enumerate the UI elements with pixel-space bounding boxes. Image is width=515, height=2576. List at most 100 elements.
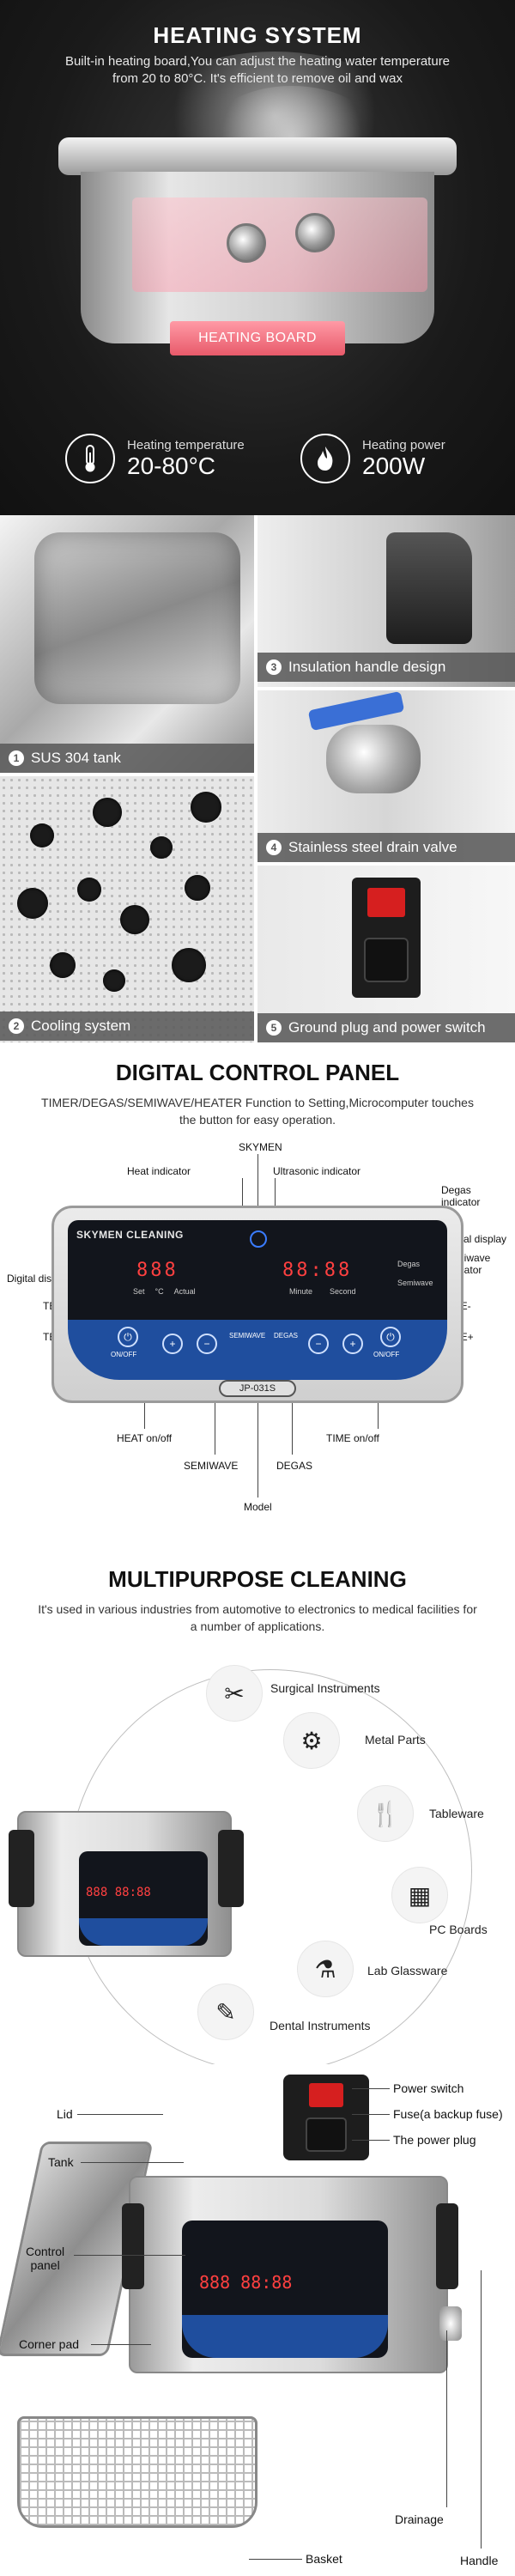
parts-diagram-section: 888 88:88 Lid Tank Control panel Corner … — [0, 2064, 515, 2576]
semiwave-small-label: Semiwave — [397, 1279, 433, 1287]
power-switch-icon — [309, 2083, 343, 2107]
control-panel-section: DIGITAL CONTROL PANEL TIMER/DEGAS/SEMIWA… — [0, 1042, 515, 1540]
plug-socket-icon — [364, 938, 409, 982]
label-lid: Lid — [57, 2107, 73, 2121]
semiwave-button[interactable]: SEMIWAVE — [229, 1332, 266, 1340]
heated-water — [132, 197, 427, 292]
time-display: 88:88 — [282, 1260, 353, 1281]
app-label-pc-boards: PC Boards — [429, 1923, 488, 1936]
brand-logo-icon — [250, 1230, 267, 1248]
callout-degas-indicator: Degas indicator — [441, 1184, 481, 1208]
spec-label: Heating temperature — [127, 437, 245, 453]
power-switch-icon — [367, 888, 405, 917]
app-label-dental: Dental Instruments — [270, 2019, 371, 2032]
plug-module — [352, 878, 421, 998]
multipurpose-section: MULTIPURPOSE CLEANING It's used in vario… — [0, 1540, 515, 2073]
time-onoff-button[interactable]: ⏻ — [380, 1327, 401, 1347]
feature-label: Stainless steel drain valve — [288, 839, 457, 855]
mini-control-panel: 888 88:88 — [79, 1851, 208, 1946]
spec-value: 20-80°C — [127, 452, 216, 479]
valve-body — [326, 725, 421, 793]
time-plus-button[interactable]: + — [342, 1334, 363, 1354]
cleaner-machine-image: 888 88:88 — [9, 1811, 244, 1957]
flask-icon: ⚗ — [297, 1941, 354, 1997]
basket-image — [17, 2416, 258, 2528]
spec-heating-power: Heating power 200W — [300, 434, 445, 483]
plug-socket-icon — [306, 2117, 347, 2152]
label-control-panel: Control panel — [26, 2245, 65, 2272]
thermometer-icon — [65, 434, 115, 483]
heating-board-label: HEATING BOARD — [170, 321, 345, 355]
callout-model: Model — [244, 1501, 272, 1513]
heating-tank-image: HEATING BOARD — [58, 137, 457, 355]
callout-time-onoff: TIME on/off — [326, 1432, 379, 1444]
spec-heating-temperature: Heating temperature 20-80°C — [65, 434, 245, 483]
flame-icon — [300, 434, 350, 483]
feature-number: 5 — [266, 1020, 282, 1036]
heat-onoff-button[interactable]: ⏻ — [118, 1327, 138, 1347]
label-basket: Basket — [306, 2552, 342, 2566]
actual-label: Actual — [173, 1287, 196, 1296]
parts-control-panel: 888 88:88 — [182, 2221, 388, 2358]
feature-label: Cooling system — [31, 1018, 131, 1034]
cutlery-icon: 🍴 — [357, 1785, 414, 1842]
panel-description: TIMER/DEGAS/SEMIWAVE/HEATER Function to … — [41, 1096, 474, 1127]
label-power-plug: The power plug — [393, 2133, 476, 2147]
model-plate: JP-031S — [219, 1380, 296, 1397]
multi-description: It's used in various industries from aut… — [38, 1602, 477, 1633]
drain-valve-shape — [439, 2306, 462, 2341]
callout-heat-indicator: Heat indicator — [127, 1165, 191, 1177]
callout-ultrasonic-indicator: Ultrasonic indicator — [273, 1165, 361, 1177]
label-drainage: Drainage — [395, 2512, 444, 2526]
tank-image: 888 88:88 — [122, 2176, 462, 2373]
degas-button[interactable]: DEGAS — [274, 1332, 299, 1340]
temperature-display: 888 — [136, 1260, 179, 1281]
label-handle: Handle — [460, 2554, 499, 2567]
dental-tool-icon: ✎ — [197, 1984, 254, 2040]
degas-small-label: Degas — [397, 1260, 421, 1268]
feature-number: 4 — [266, 840, 282, 855]
drain-valve-photo: 4 Stainless steel drain valve — [258, 690, 515, 862]
feature-number: 3 — [266, 659, 282, 675]
label-corner-pad: Corner pad — [19, 2337, 80, 2351]
handle-shape — [9, 1830, 34, 1907]
celsius-label: °C — [154, 1287, 164, 1296]
set-label: Set — [133, 1287, 145, 1296]
time-minus-button[interactable]: − — [308, 1334, 329, 1354]
heat-button-label: ON/OFF — [111, 1351, 137, 1358]
app-label-lab-glassware: Lab Glassware — [367, 1964, 448, 1978]
spec-value: 200W — [362, 452, 426, 479]
handle-shape — [386, 532, 472, 644]
heating-title: HEATING SYSTEM — [153, 22, 362, 48]
label-tank: Tank — [48, 2155, 74, 2169]
callout-heat-onoff: HEAT on/off — [117, 1432, 173, 1444]
handle-shape — [436, 2203, 458, 2289]
gear-icon: ⚙ — [283, 1712, 340, 1769]
minute-label: Minute — [289, 1287, 313, 1296]
panel-title: DIGITAL CONTROL PANEL — [115, 1060, 400, 1085]
timer-button-label: ON/OFF — [373, 1351, 400, 1358]
metal-part-icon — [227, 223, 266, 263]
callout-skymen: SKYMEN — [239, 1141, 282, 1153]
power-module-image — [283, 2075, 369, 2160]
scissors-icon: ✂ — [206, 1665, 263, 1722]
app-label-surgical: Surgical Instruments — [270, 1681, 380, 1695]
feature-label: SUS 304 tank — [31, 750, 121, 766]
control-panel-image: SKYMEN CLEANING 888 88:88 Set °C Actual … — [52, 1206, 464, 1403]
multi-title: MULTIPURPOSE CLEANING — [108, 1566, 407, 1592]
app-label-tableware: Tableware — [429, 1807, 484, 1820]
temp-minus-button[interactable]: − — [197, 1334, 217, 1354]
temp-plus-button[interactable]: + — [162, 1334, 183, 1354]
spec-label: Heating power — [362, 437, 445, 453]
second-label: Second — [330, 1287, 356, 1296]
metal-part-icon — [295, 213, 335, 252]
label-power-switch: Power switch — [393, 2081, 464, 2095]
